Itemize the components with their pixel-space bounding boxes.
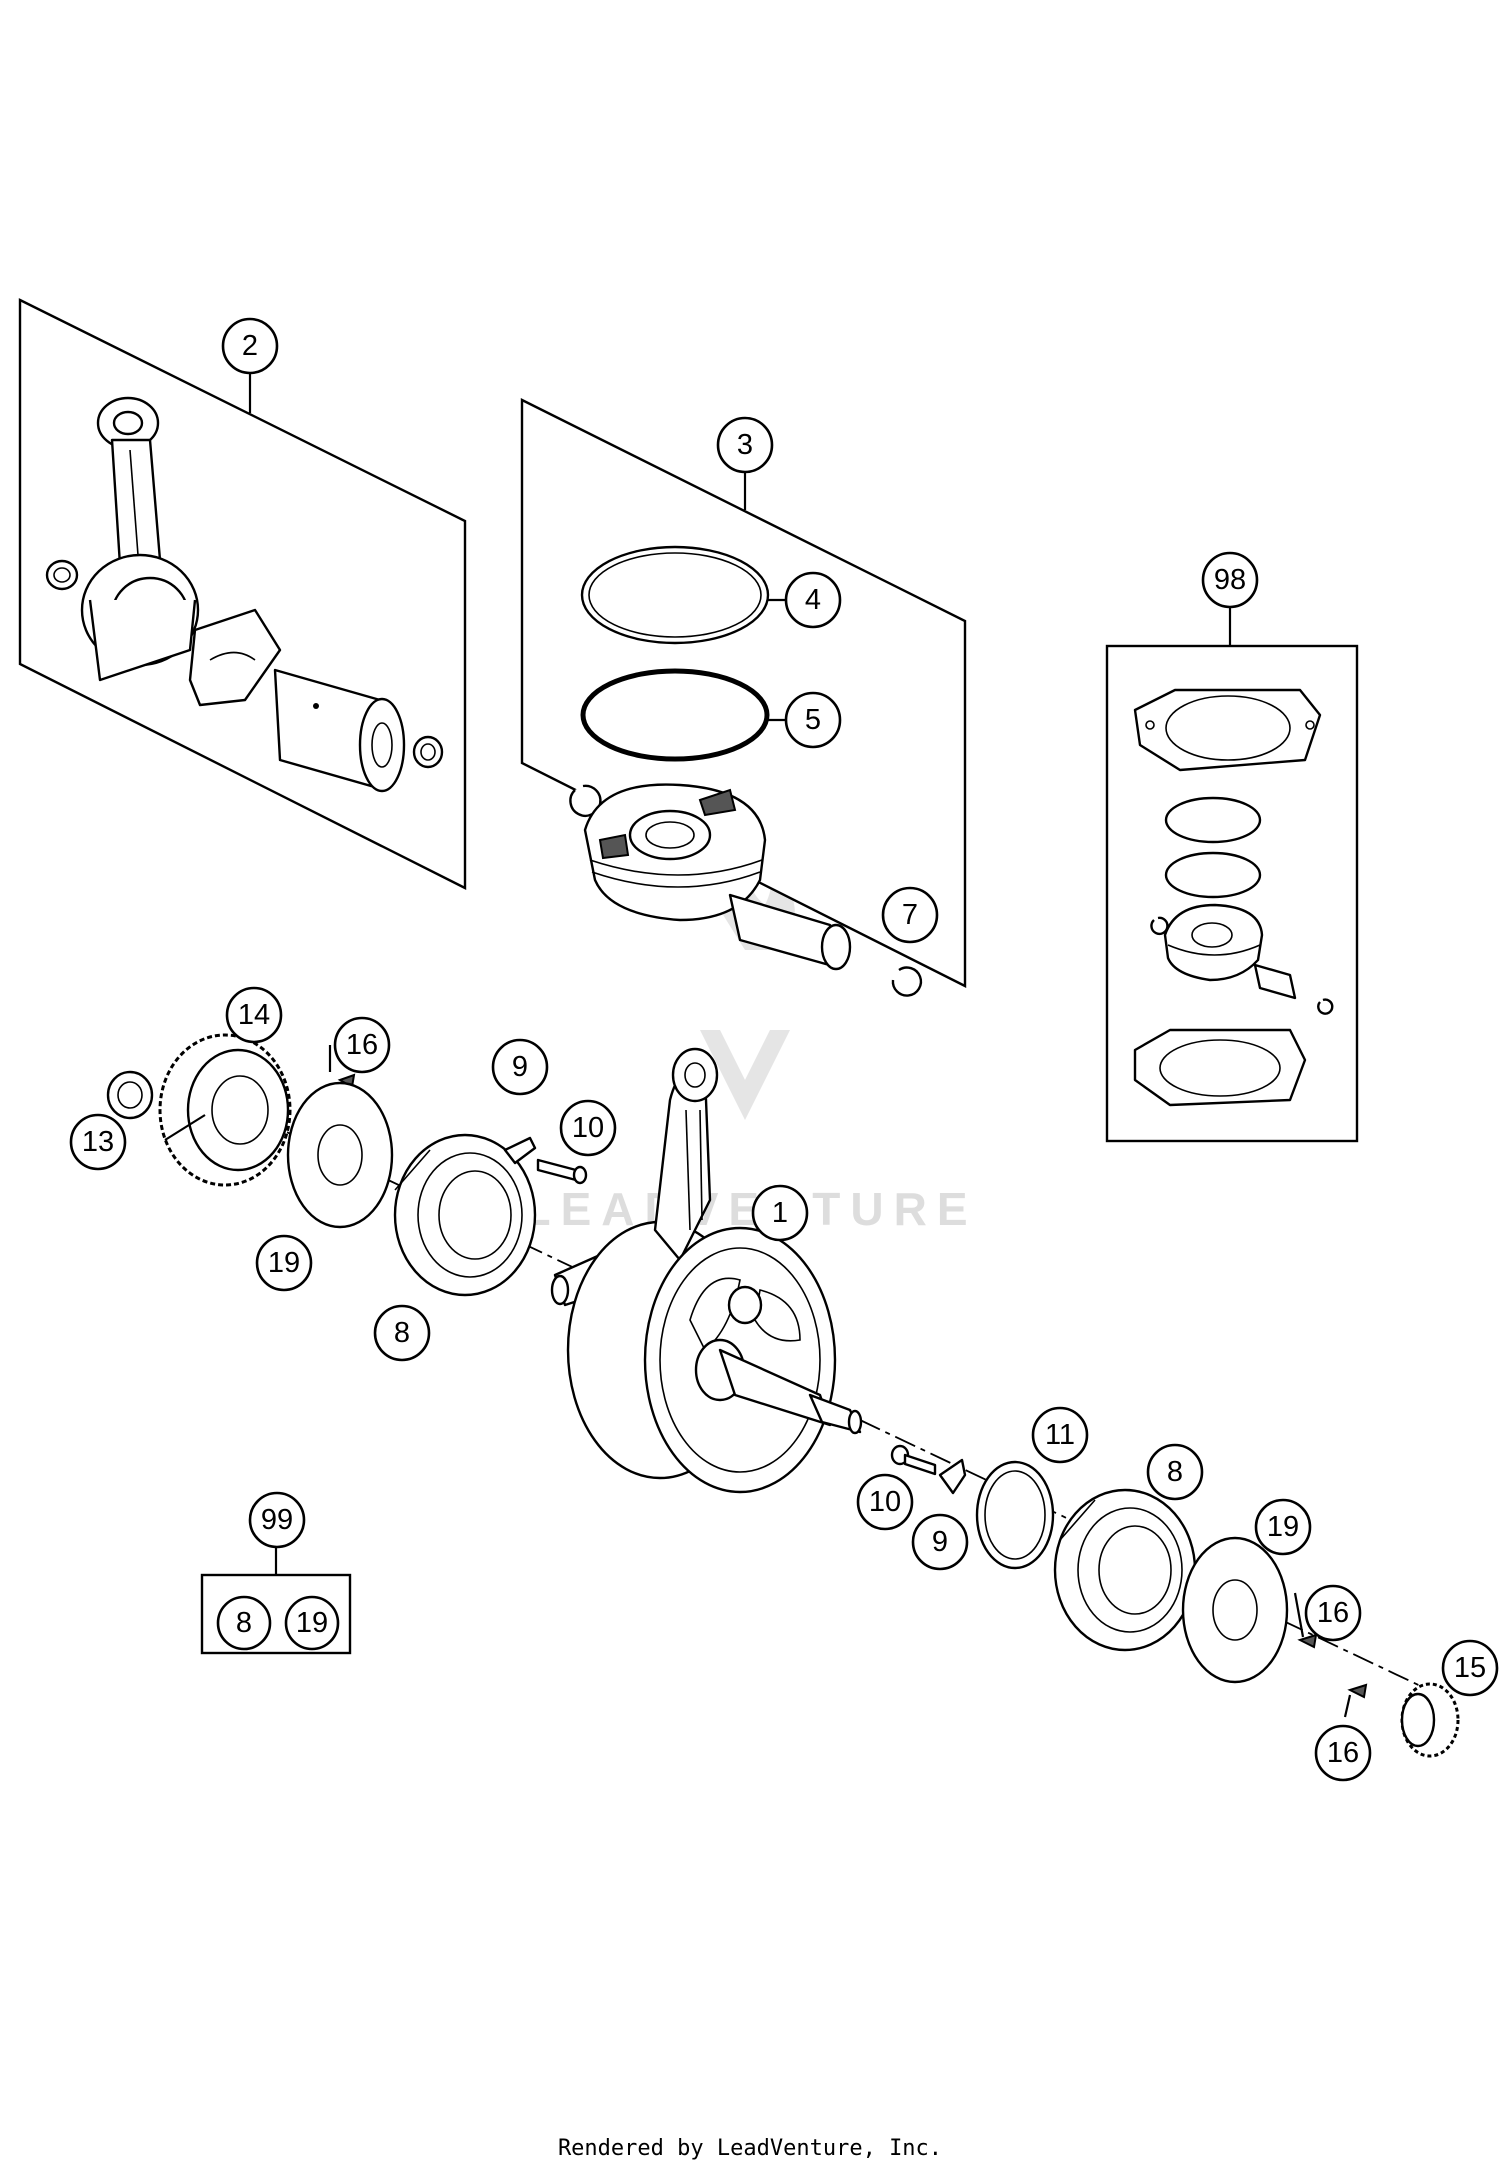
- callout-7-label: 7: [902, 899, 918, 931]
- callout-10-left-label: 10: [572, 1112, 604, 1144]
- main-bearing-right-part: [1053, 1488, 1197, 1652]
- callout-8-right[interactable]: 8: [1146, 1443, 1204, 1501]
- callout-14[interactable]: 14: [225, 986, 283, 1044]
- bearing-shell-part: [188, 608, 282, 707]
- conrod-kit-panel: [18, 298, 467, 890]
- balancer-gear-part: [1400, 1682, 1460, 1758]
- crankshaft-assembly: [106, 1033, 1460, 1758]
- main-bearing-left-part: [393, 1133, 537, 1297]
- callout-99[interactable]: 99: [248, 1491, 306, 1549]
- callout-16-right-lower[interactable]: 16: [1314, 1724, 1372, 1782]
- callout-15-label: 15: [1454, 1652, 1486, 1684]
- callout-19-left-label: 19: [268, 1247, 300, 1279]
- callout-16-left-label: 16: [346, 1029, 378, 1061]
- callout-16-left[interactable]: 16: [333, 1016, 391, 1074]
- callout-4-label: 4: [805, 584, 821, 616]
- callout-11[interactable]: 11: [1031, 1406, 1089, 1464]
- callout-leaders: [164, 1045, 1352, 1718]
- lock-plate-left-part: [503, 1136, 588, 1185]
- top-end-kit-panel: [1105, 603, 1359, 1143]
- callout-1[interactable]: 1: [751, 1184, 809, 1242]
- callout-8-right-label: 8: [1167, 1456, 1183, 1488]
- callout-13-label: 13: [82, 1126, 114, 1158]
- small-bush-part: [45, 559, 79, 591]
- callout-14-label: 14: [238, 999, 270, 1031]
- thrust-washer-right-part: [1181, 1536, 1289, 1684]
- piston-ring-top-part: [580, 545, 770, 645]
- woodruff-key-right-lower-part: [1347, 1683, 1368, 1699]
- callout-99-item-19-label: 19: [296, 1607, 328, 1639]
- footer-credit: Rendered by LeadVenture, Inc.: [557, 2136, 943, 2161]
- callout-9-left-label: 9: [512, 1051, 528, 1083]
- callout-10-right[interactable]: 10: [856, 1473, 914, 1531]
- callout-9-right-label: 9: [932, 1526, 948, 1558]
- callout-7[interactable]: 7: [881, 886, 939, 944]
- callout-99-item-19[interactable]: 19: [284, 1595, 340, 1651]
- callout-4[interactable]: 4: [784, 571, 842, 629]
- callout-2-label: 2: [242, 330, 258, 362]
- callout-3-label: 3: [737, 429, 753, 461]
- callout-99-label: 99: [261, 1504, 293, 1536]
- woodruff-key-right-upper-part: [1297, 1633, 1318, 1649]
- kit-ring-top-part: [1164, 796, 1262, 844]
- lock-plate-right-part: [890, 1444, 967, 1495]
- callout-98-label: 98: [1214, 564, 1246, 596]
- circlip-right-part: [891, 966, 923, 997]
- crankshaft-part: [550, 1047, 863, 1494]
- piston-kit-panel: [520, 398, 967, 997]
- callout-99-item-8-label: 8: [236, 1607, 252, 1639]
- callout-13[interactable]: 13: [69, 1113, 127, 1171]
- callout-16-right-upper[interactable]: 16: [1304, 1584, 1362, 1642]
- callout-10-right-label: 10: [869, 1486, 901, 1518]
- connecting-rod-part: [80, 396, 200, 682]
- kit-piston-part: [1163, 903, 1264, 982]
- callout-8-left[interactable]: 8: [373, 1304, 431, 1362]
- callout-9-right[interactable]: 9: [911, 1513, 969, 1571]
- callout-19-right[interactable]: 19: [1254, 1498, 1312, 1556]
- callout-98[interactable]: 98: [1201, 551, 1259, 609]
- base-gasket-part: [1133, 1028, 1307, 1107]
- callout-16-right-upper-label: 16: [1317, 1597, 1349, 1629]
- callout-99-item-8[interactable]: 8: [216, 1595, 272, 1651]
- callout-5[interactable]: 5: [784, 691, 842, 749]
- pin-clip-part: [412, 735, 444, 769]
- piston-part: [583, 783, 767, 922]
- piston-pin-part: [273, 668, 406, 793]
- primary-gear-part: [158, 1033, 292, 1187]
- callout-19-right-label: 19: [1267, 1511, 1299, 1543]
- piston-pin-short-part: [728, 893, 852, 971]
- head-gasket-part: [1133, 688, 1322, 772]
- callout-16-right-lower-label: 16: [1327, 1737, 1359, 1769]
- callout-1-label: 1: [772, 1197, 788, 1229]
- callout-10-left[interactable]: 10: [559, 1099, 617, 1157]
- callout-9-left[interactable]: 9: [491, 1038, 549, 1096]
- callout-11-label: 11: [1045, 1419, 1075, 1451]
- piston-ring-second-part: [580, 668, 770, 762]
- watermark-text: LEADVENTURE: [522, 1183, 977, 1235]
- kit-ring-second-part: [1164, 851, 1262, 899]
- callout-2[interactable]: 2: [221, 317, 279, 375]
- callout-5-label: 5: [805, 704, 821, 736]
- callout-3[interactable]: 3: [716, 416, 774, 474]
- shim-part: [975, 1460, 1055, 1570]
- callout-8-left-label: 8: [394, 1317, 410, 1349]
- callout-19-left[interactable]: 19: [255, 1234, 313, 1292]
- nut-part: [106, 1070, 154, 1120]
- thrust-washer-left-part: [286, 1081, 394, 1229]
- callout-15[interactable]: 15: [1441, 1639, 1499, 1697]
